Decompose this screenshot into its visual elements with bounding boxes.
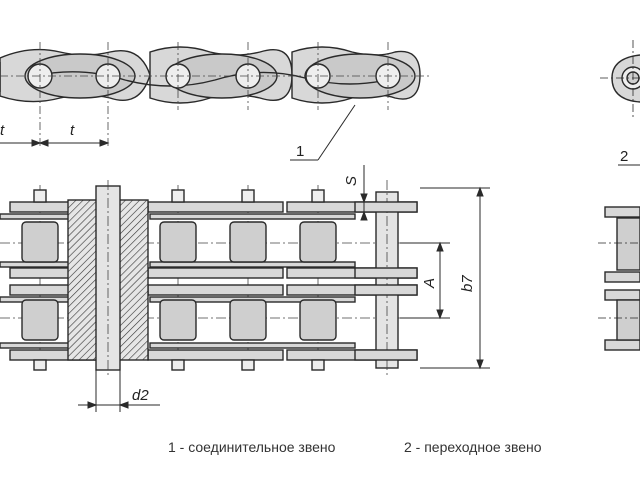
right-plan-view: [598, 206, 640, 351]
roller: [299, 221, 337, 263]
caption-item-1: 1 - соединительное звено: [168, 439, 336, 455]
caption-item-2: 2 - переходное звено: [404, 439, 542, 455]
dim-d2-lines: [78, 370, 160, 412]
right-side-view: [600, 40, 640, 120]
pitch-dimension: [0, 139, 110, 147]
dim-b7-lines: [420, 186, 490, 370]
dim-a-label: A: [421, 278, 438, 289]
dim-d2-label: d2: [132, 387, 149, 404]
dim-b7-label: b7: [459, 275, 476, 292]
plate-rows: [0, 201, 418, 361]
dim-s-lines: [360, 165, 372, 221]
roller: [229, 221, 267, 263]
callout-1-leader: [290, 104, 356, 161]
connecting-link: [67, 180, 149, 378]
dim-a-lines: [400, 241, 450, 320]
pin-caps: [33, 189, 325, 371]
pin-centerlines: [0, 42, 430, 148]
rollers: [21, 221, 337, 341]
callout-1: 1: [296, 143, 304, 160]
roller: [229, 299, 267, 341]
roller: [21, 221, 59, 263]
pitch-label-left: t: [0, 122, 5, 139]
roller: [21, 299, 59, 341]
callout-2: 2: [620, 148, 628, 165]
roller: [159, 299, 197, 341]
chain-plan-view: [0, 180, 440, 378]
end-pin: [354, 180, 418, 378]
dim-s-label: S: [343, 176, 360, 186]
chain-side-view: [0, 42, 430, 148]
pitch-label-right: t: [70, 122, 75, 139]
roller: [159, 221, 197, 263]
roller: [299, 299, 337, 341]
